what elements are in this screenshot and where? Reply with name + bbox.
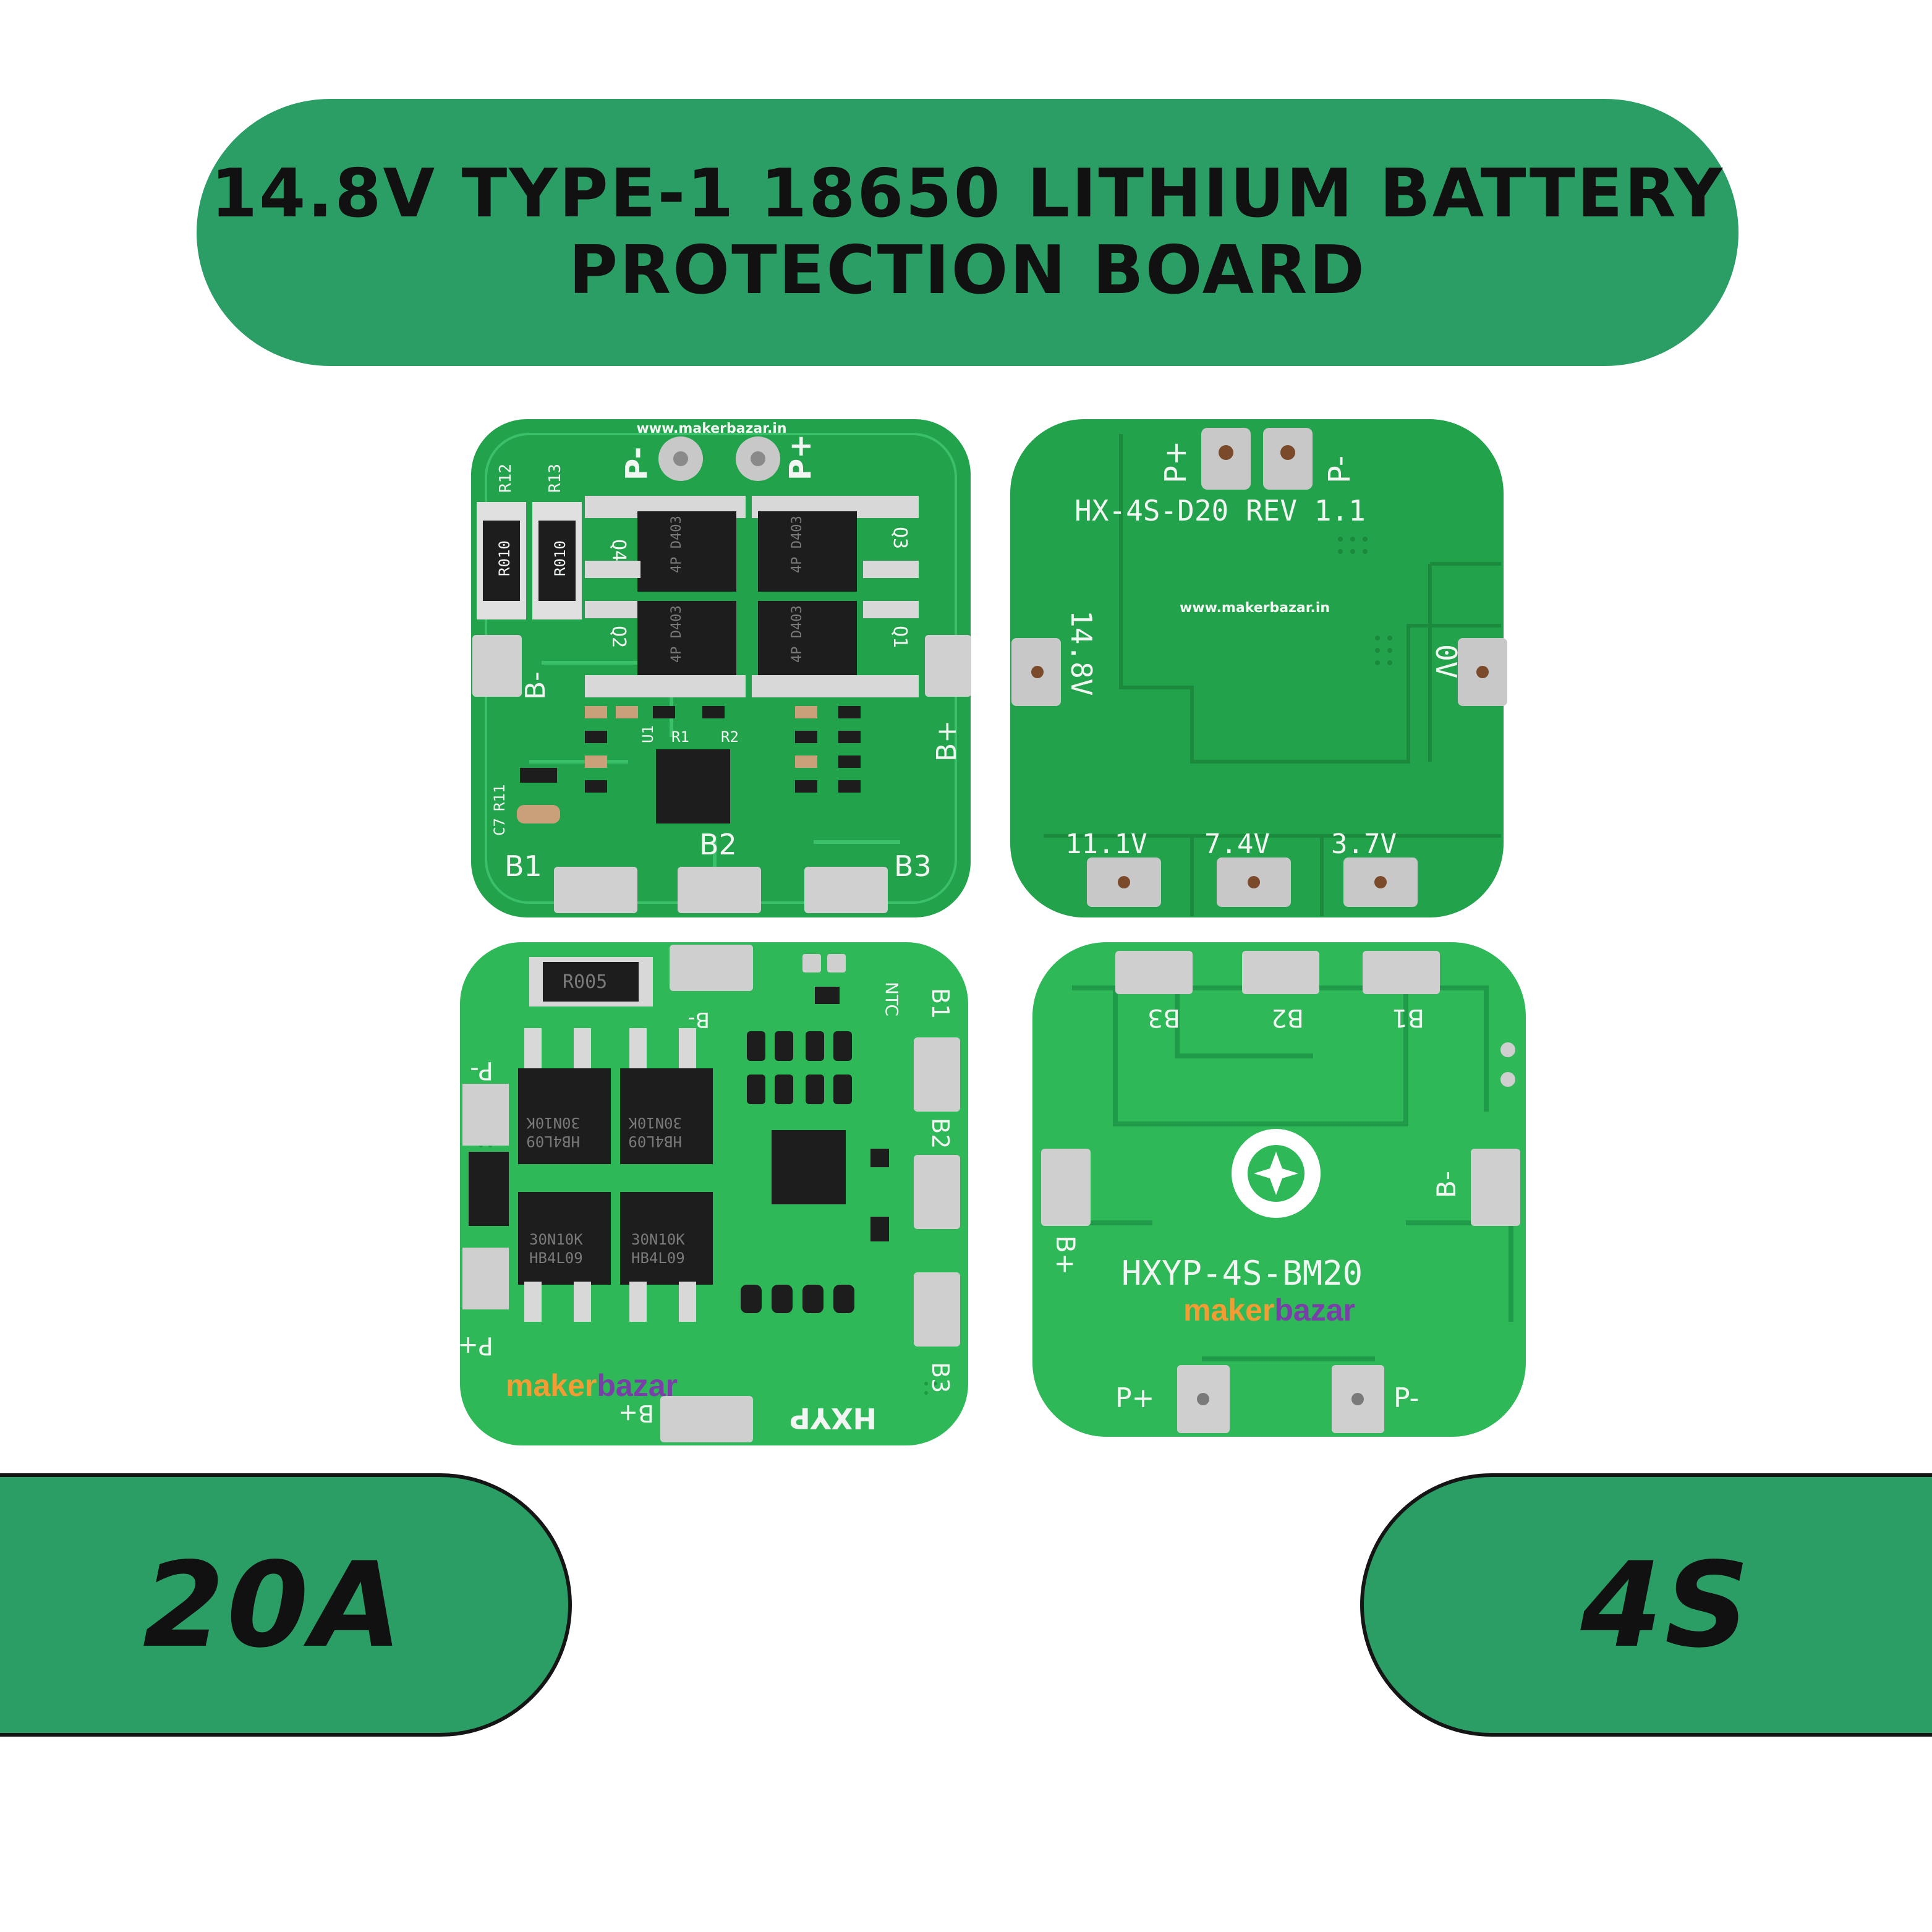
label-b-minus: B- [1431,1171,1462,1198]
ic-controller [772,1130,846,1204]
label-7-4v: 7.4V [1204,828,1270,860]
label-b3: B3 [1147,1003,1180,1032]
mosfet-array [518,1028,713,1322]
label-q1: Q1 [889,626,911,648]
label-r1: R1 [671,728,689,746]
label-p-minus: P- [619,447,654,480]
label-b2: B2 [1271,1003,1304,1032]
board-bottom-left-drawing: R005 NTC B- P- P+ HB4L09 30N10K [457,942,968,1445]
label-b2: B2 [699,828,737,861]
mosfet-marking-q4: 4P D403 [669,516,684,573]
label-3-7v: 3.7V [1331,828,1397,860]
label-b-plus: B+ [1050,1235,1081,1275]
brand-hxyp: HXYP [789,1402,877,1435]
hxyp-logo [1232,1129,1321,1218]
current-rating-badge: 20A [0,1473,572,1737]
mosfet-q1 [752,601,919,697]
label-b1: B1 [1392,1003,1424,1032]
mosfet-marking-2b: 30N10K [628,1114,682,1131]
watermark-maker: maker [506,1368,597,1403]
watermark-bazar: bazar [1274,1293,1355,1327]
mosfet-marking-3a: 30N10K [529,1231,583,1248]
watermark: makerbazar [506,1368,678,1403]
watermark-bazar: bazar [597,1368,678,1403]
mosfet-marking-1a: HB4L09 [526,1133,580,1150]
label-b1: B1 [927,988,954,1019]
mosfet-q3 [752,496,919,592]
board-bottom-right-drawing: B3 B2 B1 B+ B- HXYP-4S-BM20 makerbazar P… [1032,942,1526,1437]
current-rating-text: 20A [142,1536,405,1674]
label-0v: 0V [1429,644,1463,678]
label-r010-a: R010 [496,540,513,576]
ic-u1 [656,749,730,823]
mosfet-marking-3b: HB4L09 [529,1249,583,1267]
label-b3: B3 [894,849,932,883]
label-q4: Q4 [608,539,629,561]
board-top-left: P- P+ www.makerbazar.in R010 R010 R12 R1… [467,415,974,921]
mosfet-marking-q2: 4P D403 [669,605,684,663]
label-b2: B2 [927,1118,954,1149]
mosfet-q2 [585,601,746,697]
label-p-plus: P+ [1159,441,1193,483]
label-b3: B3 [927,1362,954,1393]
model-label: HXYP-4S-BM20 [1121,1254,1363,1293]
mosfet-marking-2a: HB4L09 [628,1133,682,1150]
label-u1: U1 [639,725,657,743]
label-b1: B1 [504,849,542,883]
watermark-url: www.makerbazar.in [1180,600,1330,616]
label-11-1v: 11.1V [1065,828,1147,860]
label-p-minus: P- [1394,1382,1419,1414]
label-p-plus: P+ [1115,1382,1154,1414]
label-ntc: NTC [882,982,902,1016]
label-b-minus: B- [520,671,551,700]
label-p-plus: P+ [783,434,818,480]
board-top-left-drawing: P- P+ www.makerbazar.in R010 R010 R12 R1… [471,419,971,917]
cell-count-text: 4S [1580,1536,1752,1674]
label-r005: R005 [563,971,607,993]
board-bottom-left: R005 NTC B- P- P+ HB4L09 30N10K [456,938,972,1449]
label-c7: C7 [491,818,508,836]
board-bottom-right: B3 B2 B1 B+ B- HXYP-4S-BM20 makerbazar P… [1029,938,1530,1440]
mosfet-marking-1b: 30N10K [526,1114,580,1131]
label-14-8v: 14.8V [1065,610,1098,696]
watermark-url: www.makerbazar.in [636,421,786,436]
mosfet-marking-q3: 4P D403 [789,516,805,573]
watermark-maker: maker [1183,1293,1274,1327]
label-b-minus: B- [687,1007,710,1032]
label-r11: R11 [491,785,508,811]
label-r010-b: R010 [551,540,569,576]
label-p-minus: P- [470,1056,493,1084]
label-r2: R2 [721,728,739,746]
label-r12: R12 [496,464,515,493]
board-top-right: P+ P- HX-4S-D20 REV 1.1 www.makerbazar.i… [1006,415,1507,921]
cell-count-badge: 4S [1360,1473,1932,1737]
title-line-2: PROTECTION BOARD [568,232,1367,309]
label-q3: Q3 [889,527,911,549]
label-p-minus: P- [1322,456,1357,483]
label-p-plus: P+ [457,1331,493,1360]
label-b-plus: B+ [931,720,963,762]
label-b-plus: B+ [618,1400,654,1427]
watermark: makerbazar [1183,1293,1355,1327]
board-top-right-drawing: P+ P- HX-4S-D20 REV 1.1 www.makerbazar.i… [1010,419,1507,917]
title-banner: 14.8V TYPE-1 18650 LITHIUM BATTERY PROTE… [197,99,1738,366]
mosfet-marking-4b: HB4L09 [631,1249,685,1267]
mosfet-marking-4a: 30N10K [631,1231,685,1248]
mosfet-q4 [585,496,746,592]
title-line-1: 14.8V TYPE-1 18650 LITHIUM BATTERY [211,155,1724,232]
model-label: HX-4S-D20 REV 1.1 [1075,494,1366,527]
mosfet-marking-q1: 4P D403 [789,605,805,663]
label-q2: Q2 [608,626,629,648]
label-r13: R13 [546,464,564,493]
